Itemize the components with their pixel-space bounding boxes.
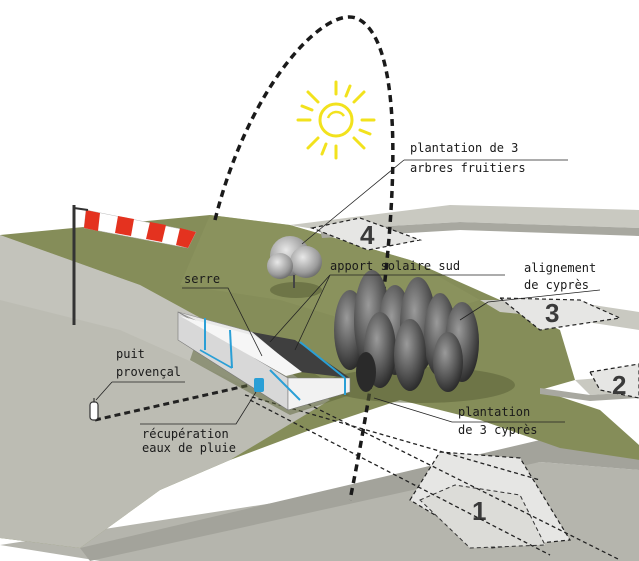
label-well-1: puit	[116, 347, 145, 361]
sun-icon	[296, 80, 376, 160]
zone-4-label: 4	[360, 220, 375, 250]
zone-4-area	[309, 217, 423, 251]
label-solar-gain: apport solaire sud	[330, 259, 460, 273]
zone-1-label: 1	[472, 496, 486, 526]
greenhouse-roof-dark	[252, 332, 350, 378]
label-cypress-alignment-1: alignement	[524, 261, 596, 275]
zone-1-inner	[419, 484, 546, 549]
guide-line-3	[249, 399, 551, 556]
zone-3-area	[498, 297, 623, 331]
back-path-top	[290, 205, 639, 230]
label-greenhouse: serre	[184, 272, 220, 286]
back-path-edge	[320, 222, 639, 238]
label-rainwater-1: récupération	[142, 427, 229, 441]
label-cypress-plant-2: de 3 cyprès	[458, 423, 537, 437]
guide-line-1	[269, 384, 621, 561]
zone-2-label: 2	[612, 370, 626, 400]
cypress-trees-icon	[325, 270, 515, 403]
label-cypress-alignment-2: de cyprès	[524, 278, 589, 292]
label-rainwater-2: eaux de pluie	[142, 441, 236, 455]
right-path-edge-shadow	[540, 388, 639, 401]
zone-3-label: 3	[545, 298, 559, 328]
leader-cypress-align	[487, 289, 601, 303]
leader-greenhouse	[182, 287, 263, 357]
label-fruit-trees-1: plantation de 3	[410, 141, 518, 155]
label-well-2: provençal	[116, 365, 181, 379]
fruit-tree-icon	[267, 236, 322, 298]
leader-rainwater	[140, 391, 257, 425]
zone-2-area	[589, 363, 639, 399]
greenhouse-slope	[180, 316, 302, 376]
greenhouse-end	[287, 377, 351, 411]
windsock-icon	[72, 205, 197, 325]
water-tank	[254, 378, 264, 392]
well-pipe	[94, 383, 251, 422]
greenhouse-icon	[177, 311, 351, 415]
label-cypress-plant-1: plantation	[458, 405, 530, 419]
labels: plantation de 3 arbres fruitiers apport …	[116, 141, 596, 455]
label-fruit-trees-2: arbres fruitiers	[410, 161, 526, 175]
leader-cypress-plant	[373, 397, 565, 423]
leader-lines	[95, 159, 601, 425]
zones: 4 3 2 1	[309, 217, 639, 549]
well-icon	[89, 398, 99, 421]
